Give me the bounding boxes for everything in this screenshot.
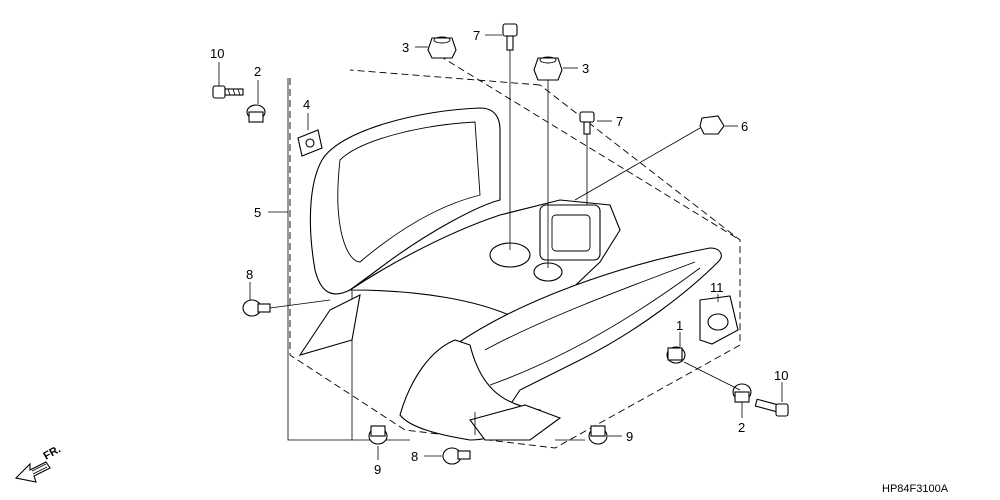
collar-9-left (368, 425, 388, 445)
callout-9: 9 (626, 429, 633, 444)
bolt-10-right (754, 398, 789, 417)
nut-3-right (533, 56, 563, 81)
callout-7: 7 (616, 114, 623, 129)
drawing-code: HP84F3100A (882, 483, 949, 495)
callout-6: 6 (741, 119, 748, 134)
callout-9: 9 (374, 462, 381, 477)
callout-1: 1 (676, 318, 683, 333)
callout-3: 3 (582, 61, 589, 76)
callout-7: 7 (473, 28, 480, 43)
collar-9-right (588, 425, 608, 445)
callout-3: 3 (402, 40, 409, 55)
callout-8: 8 (411, 449, 418, 464)
front-direction-arrow: FR. (14, 443, 63, 483)
callout-11: 11 (710, 280, 724, 295)
callout-2: 2 (254, 64, 261, 79)
bolt-7-top (502, 23, 518, 51)
collar-1 (666, 346, 686, 364)
assembly-outline (289, 49, 741, 449)
grommet-11 (699, 295, 739, 345)
bolt-8-left (242, 299, 271, 317)
callout-10: 10 (774, 368, 788, 383)
callout-labels: 10 2 4 5 8 3 7 3 7 6 11 1 10 2 9 8 9 (210, 28, 788, 477)
callout-8: 8 (246, 267, 253, 282)
nut-3-left (427, 36, 457, 59)
callout-4: 4 (303, 97, 310, 112)
bolt-7-right (579, 111, 595, 135)
bolt-10-left (212, 85, 244, 99)
direction-label: FR. (42, 443, 63, 462)
callout-5: 5 (254, 205, 261, 220)
callout-10: 10 (210, 46, 224, 61)
clip-4 (297, 129, 323, 157)
rear-fender (298, 107, 722, 441)
callout-2: 2 (738, 420, 745, 435)
leader-lines (218, 34, 783, 460)
bolt-8-bottom (442, 447, 471, 465)
collar-2-right (732, 383, 752, 403)
collar-2-left (246, 104, 266, 123)
nut-6 (699, 115, 725, 135)
arrow-icon (14, 461, 51, 483)
